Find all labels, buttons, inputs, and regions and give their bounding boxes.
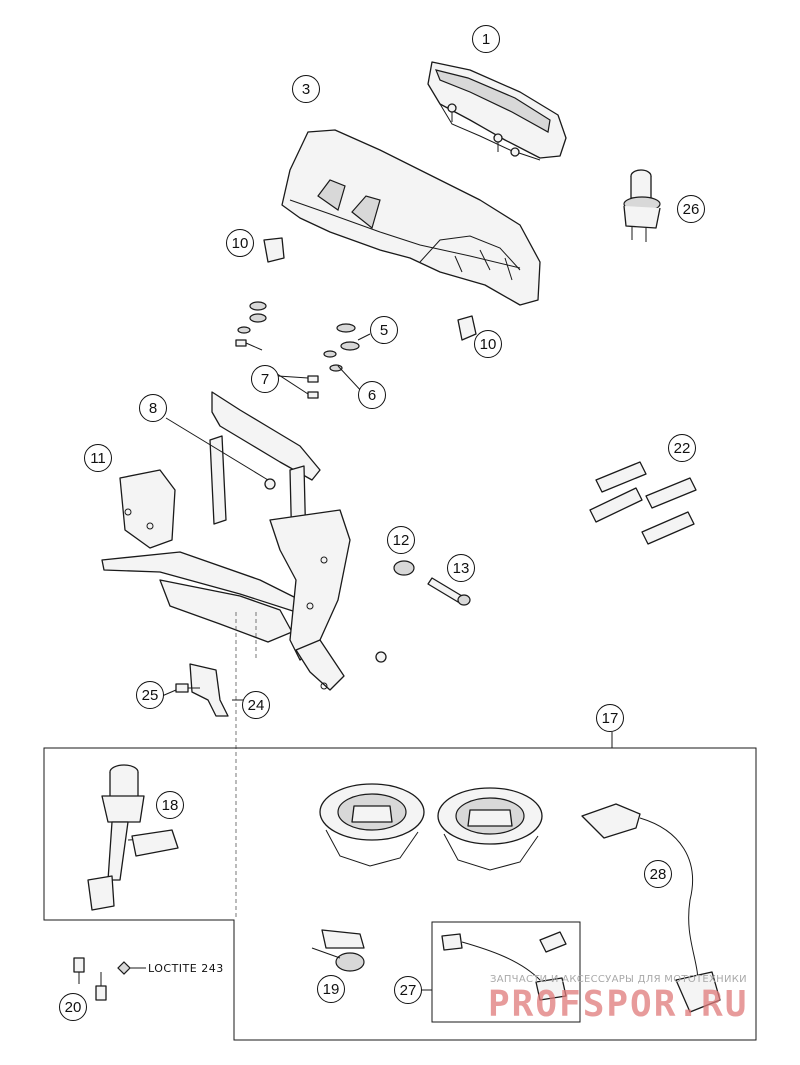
cable-lock	[581, 803, 721, 1013]
kit-box	[431, 921, 581, 1023]
loctite-note: LOCTITE 243	[148, 962, 224, 975]
mounting-bracket	[101, 391, 387, 920]
key-set	[311, 929, 365, 972]
callout-24: 24	[242, 691, 270, 719]
group-frame	[43, 747, 757, 1041]
callout-19: 19	[317, 975, 345, 1003]
callout-10a: 10	[226, 229, 254, 257]
callout-13: 13	[447, 554, 475, 582]
fuel-cap-b	[437, 787, 543, 871]
callout-20: 20	[59, 993, 87, 1021]
callout-11: 11	[84, 444, 112, 472]
callout-28: 28	[644, 860, 672, 888]
clip-left	[263, 237, 285, 263]
callout-22: 22	[668, 434, 696, 462]
ignition-lock	[87, 764, 179, 911]
bolt	[427, 577, 471, 606]
fuel-cap-a	[319, 783, 425, 867]
callout-5: 5	[370, 316, 398, 344]
watermark-caption: ЗАПЧАСТИ И АКСЕССУАРЫ ДЛЯ МОТОТЕХНИКИ	[490, 974, 747, 985]
callout-10b: 10	[474, 330, 502, 358]
watermark-logo: PROFSPOR.RU	[488, 984, 749, 1025]
callout-26: 26	[677, 195, 705, 223]
callout-7: 7	[251, 365, 279, 393]
kit-parts	[441, 931, 567, 1001]
callout-12: 12	[387, 526, 415, 554]
callout-1: 1	[472, 25, 500, 53]
callout-3: 3	[292, 75, 320, 103]
callout-6: 6	[358, 381, 386, 409]
callout-8: 8	[139, 394, 167, 422]
callout-17: 17	[596, 704, 624, 732]
small-hardware	[235, 301, 371, 399]
instrument-cluster	[427, 61, 567, 161]
dashboard-cover	[281, 129, 541, 306]
callout-25: 25	[136, 681, 164, 709]
callout-27: 27	[394, 976, 422, 1004]
rubber-sleeves	[589, 461, 697, 545]
power-socket	[623, 169, 661, 242]
small-bracket	[175, 663, 229, 717]
clip-right	[457, 315, 477, 341]
callout-18: 18	[156, 791, 184, 819]
screws-loctite	[73, 957, 146, 1001]
nut	[393, 560, 415, 576]
